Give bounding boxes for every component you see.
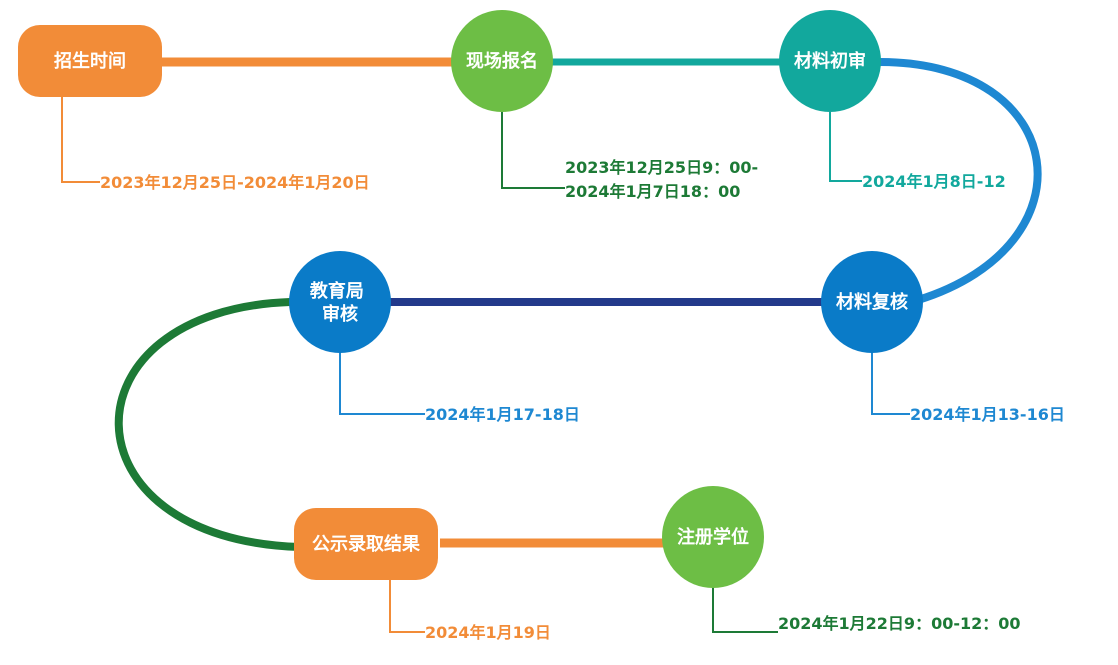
leader-line-5 <box>339 352 425 415</box>
step-node-5: 教育局 审核 <box>289 251 391 353</box>
step-label-7: 注册学位 <box>677 526 749 548</box>
step-node-1: 招生时间 <box>18 25 162 97</box>
step-date-2: 2023年12月25日9：00- 2024年1月7日18：00 <box>565 158 764 201</box>
leader-line-6 <box>389 580 425 633</box>
step-date-1: 2023年12月25日-2024年1月20日 <box>100 173 370 192</box>
step-label-6: 公示录取结果 <box>312 533 421 555</box>
step-node-6: 公示录取结果 <box>294 508 438 580</box>
step-date-3: 2024年1月8日-12 <box>862 172 1006 191</box>
step-label-3: 材料初审 <box>794 50 866 72</box>
step-label-1: 招生时间 <box>54 50 126 72</box>
leader-line-4 <box>871 352 910 415</box>
step-node-4: 材料复核 <box>821 251 923 353</box>
leader-line-7 <box>712 583 778 633</box>
connector-3-4 <box>879 58 1042 304</box>
connector-5-6 <box>114 298 301 551</box>
step-label-2: 现场报名 <box>466 50 538 72</box>
leader-line-1 <box>61 96 100 183</box>
leader-line-2 <box>501 112 565 189</box>
step-date-7: 2024年1月22日9：00-12：00 <box>778 614 1021 633</box>
step-label-4: 材料复核 <box>836 291 908 313</box>
leader-line-3 <box>829 112 862 182</box>
step-date-5: 2024年1月17-18日 <box>425 405 580 424</box>
step-date-4: 2024年1月13-16日 <box>910 405 1065 424</box>
step-label-5: 教育局 审核 <box>310 280 370 325</box>
step-node-7: 注册学位 <box>662 486 764 588</box>
step-node-2: 现场报名 <box>451 10 553 112</box>
step-node-3: 材料初审 <box>779 10 881 112</box>
step-date-6: 2024年1月19日 <box>425 623 551 642</box>
